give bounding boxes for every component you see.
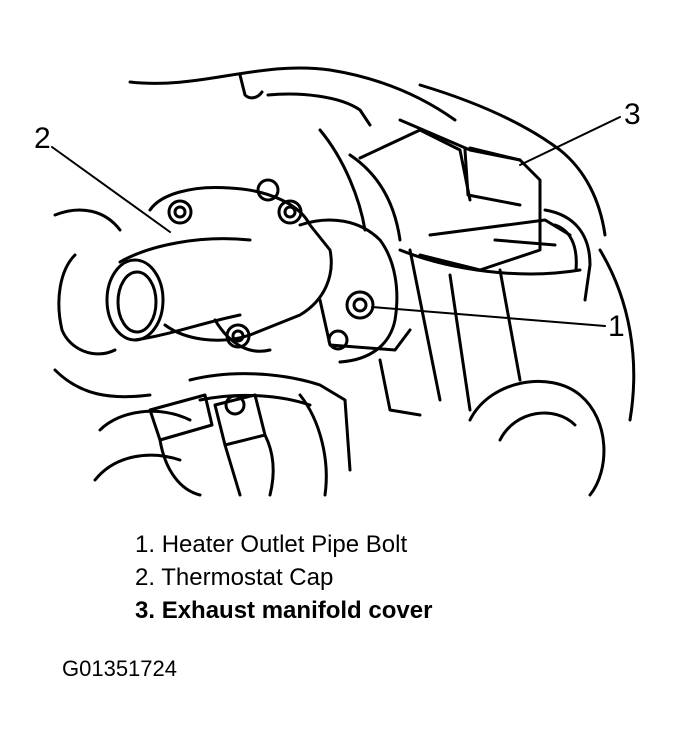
heater-outlet-bolt-inner [352, 297, 368, 313]
manifold-cover-rib-4 [428, 218, 572, 237]
engine-edge-3 [318, 128, 367, 232]
block-edge-1 [408, 248, 442, 402]
lower-pipe-5 [263, 433, 275, 497]
manifold-tube-2 [553, 223, 578, 272]
legend-item-number: 2. [135, 564, 156, 591]
manifold-cover-rib-1 [358, 128, 472, 202]
figure-id: G01351724 [62, 656, 177, 681]
left-hose-lower [53, 368, 152, 399]
manifold-cover-rib-5 [398, 248, 582, 276]
engine-edge-4 [348, 153, 402, 242]
thermostat-housing-lower [318, 298, 412, 352]
block-pulley-inner [498, 411, 577, 442]
legend-item-number: 1. [135, 531, 156, 558]
leader-line-2 [51, 146, 171, 233]
lower-bracket [378, 358, 422, 417]
engine-outline-top [128, 66, 457, 122]
bolt-housing-1-inner [173, 205, 187, 219]
bolt-housing-4-inner [231, 329, 245, 343]
lower-pipe-3 [158, 438, 202, 497]
legend-item-2: 2. Thermostat Cap [135, 561, 432, 594]
legend-item-number: 3. [135, 597, 156, 624]
legend-item-3: 3. Exhaust manifold cover [135, 594, 432, 627]
bolt-housing-3 [277, 199, 303, 225]
leader-line-1 [371, 306, 606, 327]
bolt-lower [327, 329, 349, 351]
thermostat-housing [148, 185, 333, 342]
callout-3: 3 [624, 98, 641, 131]
left-hose-bottom [98, 409, 192, 432]
engine-thermostat-drawing [51, 66, 636, 497]
block-edge-4 [598, 248, 636, 422]
manifold-cover-rib-3 [468, 146, 522, 162]
engine-edge-1 [238, 73, 264, 100]
lower-pipe-2 [198, 393, 312, 407]
block-pulley [468, 379, 606, 497]
lower-pipe-1 [188, 372, 352, 472]
legend-item-text: Heater Outlet Pipe Bolt [161, 531, 408, 558]
left-hose-bottom-2 [93, 453, 182, 482]
left-hose-upper [53, 208, 122, 232]
outlet-pipe-bottom [133, 313, 242, 342]
legend-item-text: Thermostat Cap [161, 564, 334, 591]
callout-1: 1 [608, 310, 625, 343]
lower-pipe-fitting-2 [213, 393, 267, 447]
engine-outline-right [418, 83, 607, 237]
lower-fitting-bolt [224, 394, 246, 416]
lower-pipe-fitting [148, 393, 214, 442]
legend: 1. Heater Outlet Pipe Bolt 2. Thermostat… [135, 528, 432, 627]
block-edge-3 [498, 268, 522, 382]
heater-outlet-bolt [345, 290, 375, 320]
bolt-housing-3-inner [283, 205, 297, 219]
left-hose-outline [57, 253, 117, 356]
manifold-cover-rib-2 [463, 148, 522, 207]
outlet-pipe-mouth-inner [116, 270, 158, 334]
legend-item-1: 1. Heater Outlet Pipe Bolt [135, 528, 432, 561]
manifold-tube [543, 208, 592, 302]
lower-pipe-6 [298, 393, 328, 497]
outlet-pipe-top [118, 237, 252, 264]
legend-item-text: Exhaust manifold cover [161, 597, 433, 624]
leader-line-3 [519, 116, 621, 166]
callout-2: 2 [34, 122, 51, 155]
lower-pipe-4 [223, 443, 242, 497]
bolt-housing-4 [225, 323, 251, 349]
block-edge-2 [448, 273, 472, 412]
bolt-housing-2 [256, 178, 280, 202]
manifold-cover-rib-6 [493, 238, 557, 247]
engine-edge-2 [266, 92, 372, 127]
bolt-housing-1 [167, 199, 193, 225]
